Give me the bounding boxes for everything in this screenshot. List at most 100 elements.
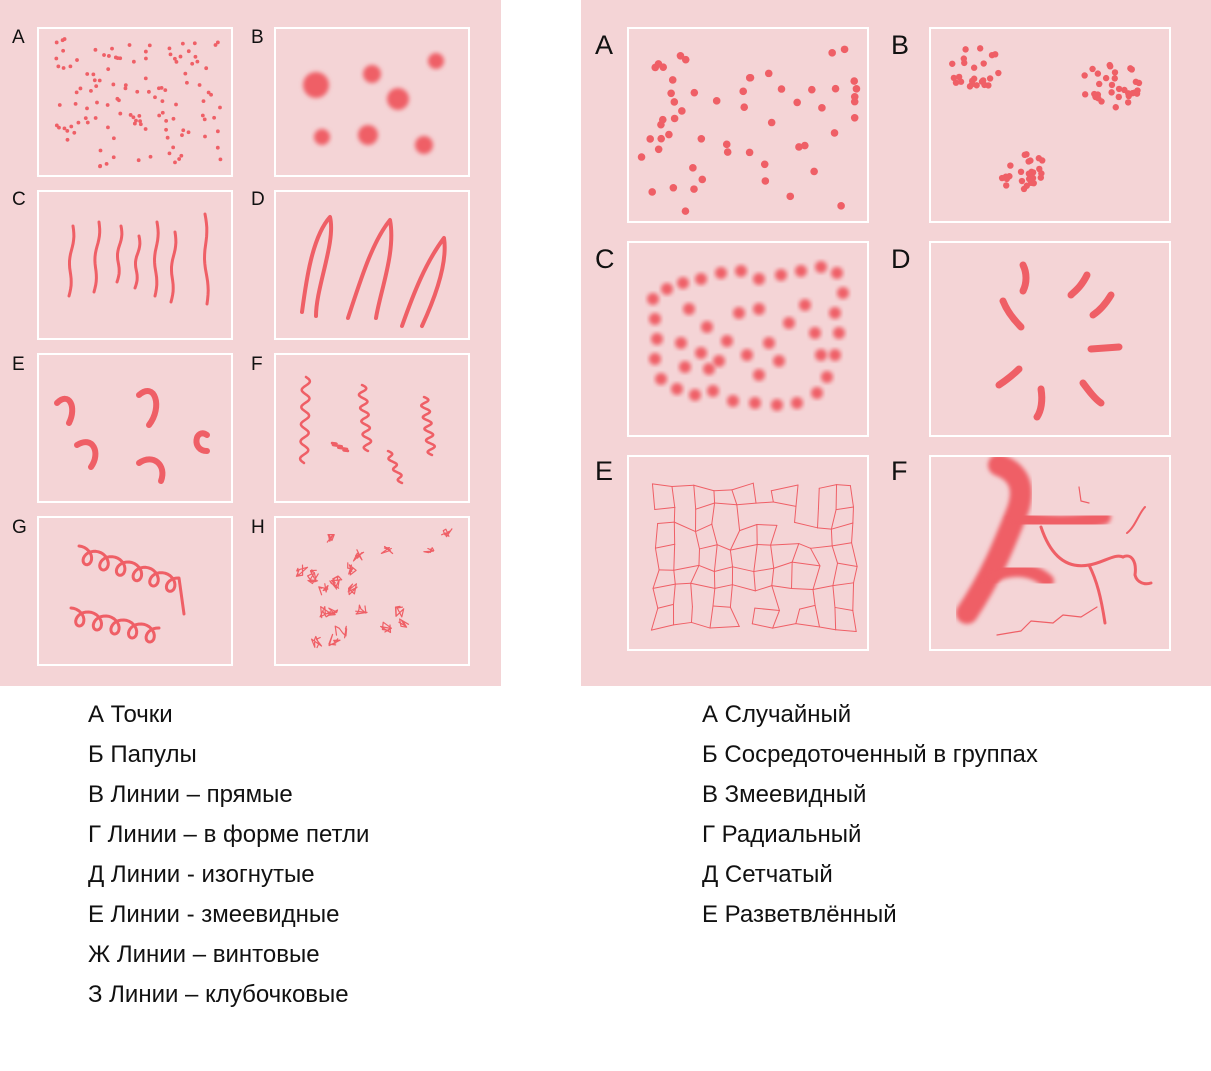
serpiginous-dot: [783, 317, 795, 329]
pattern-tile-curved-lines: [274, 190, 470, 340]
clustered-dot: [1039, 157, 1046, 164]
vessel-dot: [165, 135, 170, 140]
pattern-tile-loop-lines: [37, 353, 233, 503]
vessel-dot: [118, 56, 123, 61]
clustered-dot: [1094, 70, 1102, 77]
reticular-vessel: [791, 543, 800, 563]
serpentine-vessel: [330, 441, 350, 453]
straight-vessel: [115, 224, 124, 284]
vessel-dot: [144, 56, 148, 61]
radial-vessel: [1089, 291, 1115, 319]
reticular-vessel: [654, 547, 660, 571]
reticular-vessel: [731, 482, 754, 491]
glomerular-vessel: [347, 562, 357, 576]
reticular-vessel: [671, 485, 676, 508]
vessel-dot: [183, 71, 188, 76]
reticular-vessel: [837, 562, 858, 568]
reticular-vessel: [798, 543, 812, 549]
vessel-dot: [168, 52, 173, 57]
branched-vessel: [1007, 509, 1111, 532]
vessel-dot: [837, 202, 845, 210]
reticular-vessel: [690, 564, 700, 584]
serpiginous-dot: [829, 307, 841, 319]
papule: [363, 65, 381, 83]
clustered-dot: [1108, 89, 1115, 96]
radial-vessel: [1033, 385, 1046, 421]
vessel-dot: [186, 49, 191, 54]
clustered-dot: [1115, 85, 1123, 93]
reticular-vessel: [731, 584, 756, 592]
reticular-vessel: [816, 507, 819, 529]
vessel-dot: [681, 207, 690, 215]
papule: [387, 88, 409, 110]
reticular-vessel: [693, 484, 697, 510]
vessel-dot: [678, 107, 686, 115]
vessel-dot: [193, 54, 198, 59]
reticular-vessel: [698, 544, 718, 550]
reticular-vessel: [729, 549, 734, 568]
vessel-dot: [212, 115, 217, 120]
vessel-dot: [654, 145, 663, 154]
loop-vessel: [136, 388, 160, 428]
legend-left-item: Д Линии - изогнутые: [88, 861, 315, 888]
serpiginous-dot: [695, 347, 707, 359]
clustered-dot: [1089, 65, 1096, 73]
glomerular-vessel: [423, 547, 435, 554]
reticular-vessel: [673, 569, 676, 585]
vessel-dot: [190, 61, 195, 66]
clustered-dot: [1127, 65, 1134, 72]
branched-vessel: [996, 606, 1098, 636]
reticular-vessel: [770, 544, 775, 569]
pattern-illustration-radial: [995, 261, 1123, 421]
vessel-dot: [61, 66, 66, 70]
radial-vessel: [1019, 261, 1030, 295]
vessel-dot: [60, 38, 65, 43]
vessel-dot: [83, 116, 88, 121]
vessel-dot: [818, 104, 826, 112]
vessel-dot: [89, 88, 93, 93]
clustered-dot: [1023, 182, 1031, 189]
vessel-dot: [57, 103, 62, 107]
serpiginous-dot: [647, 293, 659, 305]
branched-vessel: [1126, 506, 1146, 534]
reticular-vessel: [672, 583, 676, 605]
glomerular-vessel: [380, 545, 394, 555]
reticular-vessel: [772, 623, 797, 629]
glomerular-vessel: [318, 583, 329, 596]
vessel-dot: [105, 103, 110, 107]
vessel-dot: [186, 130, 191, 135]
vessel-dot: [164, 118, 169, 123]
vessel-dot: [202, 117, 207, 122]
serpiginous-dot: [655, 373, 667, 385]
reticular-vessel: [731, 489, 738, 506]
reticular-vessel: [834, 606, 854, 611]
vessel-dot: [850, 113, 859, 122]
reticular-vessel: [657, 521, 675, 524]
reticular-vessel: [754, 585, 773, 592]
reticular-vessel: [799, 604, 816, 610]
vessel-dot: [123, 83, 128, 88]
reticular-vessel: [834, 606, 837, 631]
serpiginous-dot: [689, 389, 701, 401]
reticular-vessel: [795, 484, 799, 507]
pattern-illustration-serpiginous: [647, 261, 849, 411]
serpiginous-dot: [831, 267, 843, 279]
serpiginous-dot: [763, 337, 775, 349]
glomerular-vessel: [347, 583, 358, 596]
vessel-dot: [107, 54, 111, 58]
reticular-vessel: [651, 483, 673, 487]
clustered-dot: [1133, 90, 1141, 97]
vessel-dot: [143, 76, 148, 81]
serpiginous-dot: [735, 265, 747, 277]
vessel-dot: [65, 128, 70, 133]
papule: [428, 53, 444, 69]
vessel-dot: [665, 130, 673, 139]
vessel-dot: [761, 177, 770, 185]
vessel-dot: [106, 67, 111, 72]
clustered-dot: [961, 59, 968, 67]
glomerular-vessel: [328, 633, 341, 647]
vessel-dot: [131, 59, 136, 64]
glomerular-vessel: [307, 569, 317, 582]
reticular-vessel: [832, 585, 836, 608]
vessel-dot: [180, 41, 185, 46]
